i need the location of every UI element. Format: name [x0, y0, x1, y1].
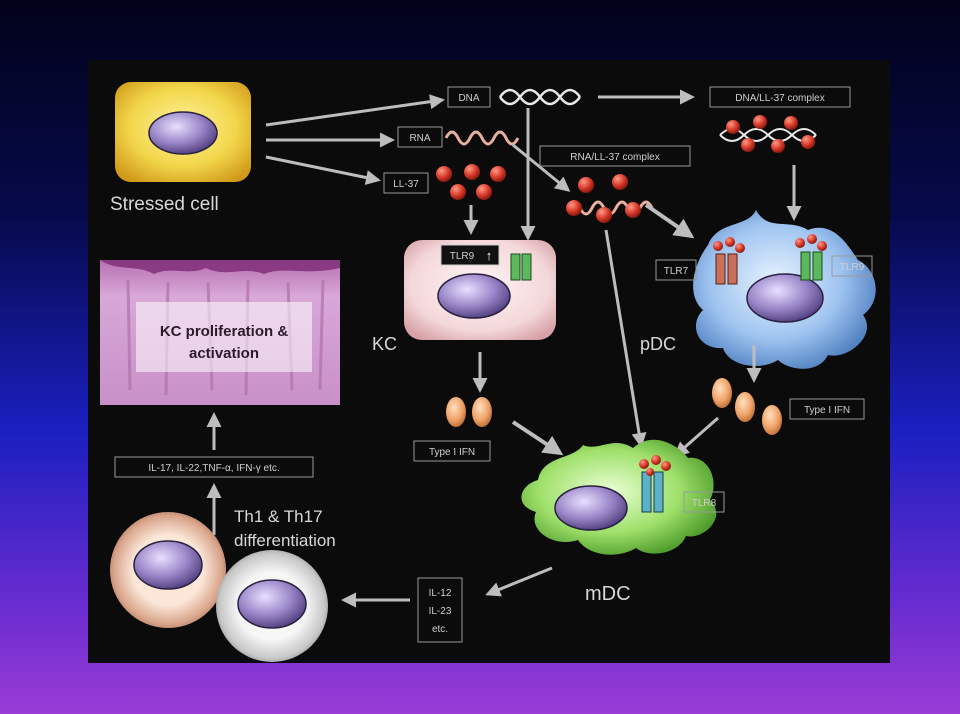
il12-il23-box: [417, 577, 463, 643]
diagram-panel: Stressed cell DNA DNA/LL-37 complex RNA …: [88, 60, 890, 663]
type1-ifn-right-label: Type I IFN: [804, 405, 850, 416]
type1-ifn-left-box: [413, 440, 491, 462]
rna-ll37-complex-box: [539, 145, 691, 167]
type1-ifn-right-box: [789, 398, 865, 420]
ll37-label: LL-37: [393, 179, 419, 190]
tlr9-up-label: TLR9: [450, 251, 475, 262]
kc-prolif-label-line1: KC proliferation &: [160, 323, 289, 340]
th-label-line2: differentiation: [234, 531, 336, 550]
arrow-up-icon: ↑: [486, 248, 493, 263]
th1-cell: [110, 512, 226, 628]
arrow-mdc-to-cytokines: [485, 566, 553, 597]
dna-ll37-complex-icon: [719, 115, 817, 153]
type1-ifn-right-molecules: [712, 378, 782, 435]
il12-label: IL-12: [429, 588, 452, 599]
arrow-rna-complex-to-mdc: [604, 229, 647, 448]
rna-strand-icon: [444, 130, 520, 146]
kc-proliferation-tissue-image: [100, 260, 340, 405]
ll37-box: [383, 172, 429, 194]
arrows-from-stressed-cell: [265, 94, 445, 185]
arrow-rna-to-complex: [512, 143, 571, 192]
type1-ifn-left-molecules: [446, 397, 492, 427]
arrow-rna-complex-to-pdc: [644, 203, 695, 239]
ll37-peptides-icon: [436, 164, 506, 200]
tlr9-box: [831, 255, 873, 277]
pdc-label: pDC: [640, 334, 676, 354]
tlr8-label: TLR8: [692, 498, 717, 509]
type1-ifn-left-label: Type I IFN: [429, 447, 475, 458]
dna-box: [447, 86, 491, 108]
arrow-ifn-right-to-mdc: [673, 416, 719, 457]
etc-label: etc.: [432, 624, 448, 635]
dna-ll37-complex-box: [709, 86, 851, 108]
cytokines-label: IL-17, IL-22,TNF-α, IFN-γ etc.: [148, 463, 279, 474]
dna-helix-icon: [498, 88, 582, 106]
th17-cell: [216, 550, 328, 662]
rna-box: [397, 126, 443, 148]
tlr7-label: TLR7: [664, 266, 689, 277]
tlr9-upregulated-box: [440, 244, 500, 266]
rna-label: RNA: [409, 133, 430, 144]
dna-ll37-complex-label: DNA/LL-37 complex: [735, 93, 824, 104]
stressed-cell-label: Stressed cell: [110, 194, 219, 215]
tlr7-box: [655, 259, 697, 281]
stressed-cell: [115, 82, 251, 182]
il23-label: IL-23: [429, 606, 452, 617]
rna-ll37-complex-label: RNA/LL-37 complex: [570, 152, 659, 163]
tlr9-label: TLR9: [840, 262, 865, 273]
cytokines-box: [114, 456, 314, 478]
mdc-label: mDC: [585, 583, 631, 605]
dna-label: DNA: [458, 93, 479, 104]
kc-prolif-label-line2: activation: [189, 345, 259, 362]
psoriasis-pathway-diagram: Stressed cell DNA DNA/LL-37 complex RNA …: [100, 82, 876, 662]
arrow-ifn-left-to-mdc: [511, 420, 564, 456]
myeloid-dendritic-cell: [521, 439, 717, 555]
tlr8-box: [683, 491, 725, 513]
kc-label: KC: [372, 334, 397, 354]
th-label-line1: Th1 & Th17: [234, 507, 323, 526]
plasmacytoid-dendritic-cell: [693, 210, 876, 369]
rna-ll37-complex-icon: [566, 174, 654, 223]
